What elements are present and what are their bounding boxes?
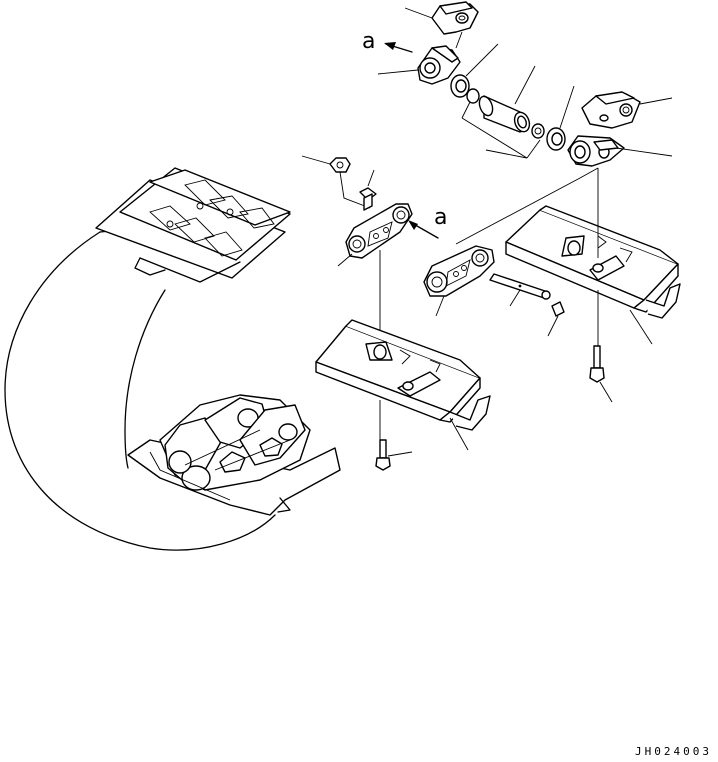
leader-line <box>455 31 463 49</box>
leader-line <box>509 289 521 307</box>
leader-line <box>367 169 375 187</box>
track-pin <box>489 273 551 300</box>
leader-line <box>559 85 575 129</box>
document-id: JH024003 <box>635 745 712 758</box>
master-link-half-top <box>431 1 479 35</box>
callout-a-label: a <box>362 29 375 54</box>
leader-line <box>599 381 613 403</box>
track-shoe-lower-middle <box>315 319 491 440</box>
leader-line <box>301 155 331 165</box>
seal-ring-right <box>531 123 566 151</box>
shoe-bolt-upper <box>589 345 605 383</box>
top-parts-row: a <box>362 1 673 167</box>
short-bolt <box>359 187 377 211</box>
master-link-half-right-lower <box>567 135 625 167</box>
group-bracket <box>461 117 528 159</box>
leader-line <box>337 253 353 267</box>
arrow-head <box>384 42 396 50</box>
leader-line <box>387 451 413 457</box>
master-link-right <box>423 245 495 297</box>
middle-right-parts <box>423 167 599 337</box>
group-bracket <box>526 139 541 159</box>
leader-line <box>435 295 445 317</box>
leader-line <box>615 147 673 157</box>
leader-line <box>377 69 419 75</box>
group-bracket <box>485 149 528 159</box>
leader-line <box>339 171 371 209</box>
leader-line <box>629 309 653 345</box>
track-shoe-upper-right <box>505 205 681 319</box>
callout-a-mid: a <box>408 205 447 239</box>
callout-a-top: a <box>362 29 413 54</box>
leader-line <box>547 315 559 337</box>
master-link-left <box>345 203 413 259</box>
leader-line <box>449 417 469 451</box>
shoe-bolt-lower <box>375 439 391 471</box>
leader-line <box>639 97 673 105</box>
arrow-head <box>408 220 418 230</box>
seal-ring-left <box>450 74 470 98</box>
bushing <box>466 88 531 133</box>
leader-line <box>404 7 433 19</box>
master-link-half-left <box>417 45 461 85</box>
pin-keeper <box>551 301 565 317</box>
callout-a-label: a <box>434 205 447 230</box>
master-link-half-right-upper <box>581 91 641 129</box>
nut <box>329 157 351 173</box>
middle-left-parts: a <box>301 155 447 360</box>
leader-line <box>514 65 536 105</box>
track-belt-assembly <box>4 167 341 551</box>
group-bracket <box>461 101 471 119</box>
group-bracket <box>455 167 599 245</box>
upper-track-shoes <box>95 167 291 283</box>
lower-link-assembly <box>127 394 341 516</box>
leader-line <box>465 43 499 77</box>
